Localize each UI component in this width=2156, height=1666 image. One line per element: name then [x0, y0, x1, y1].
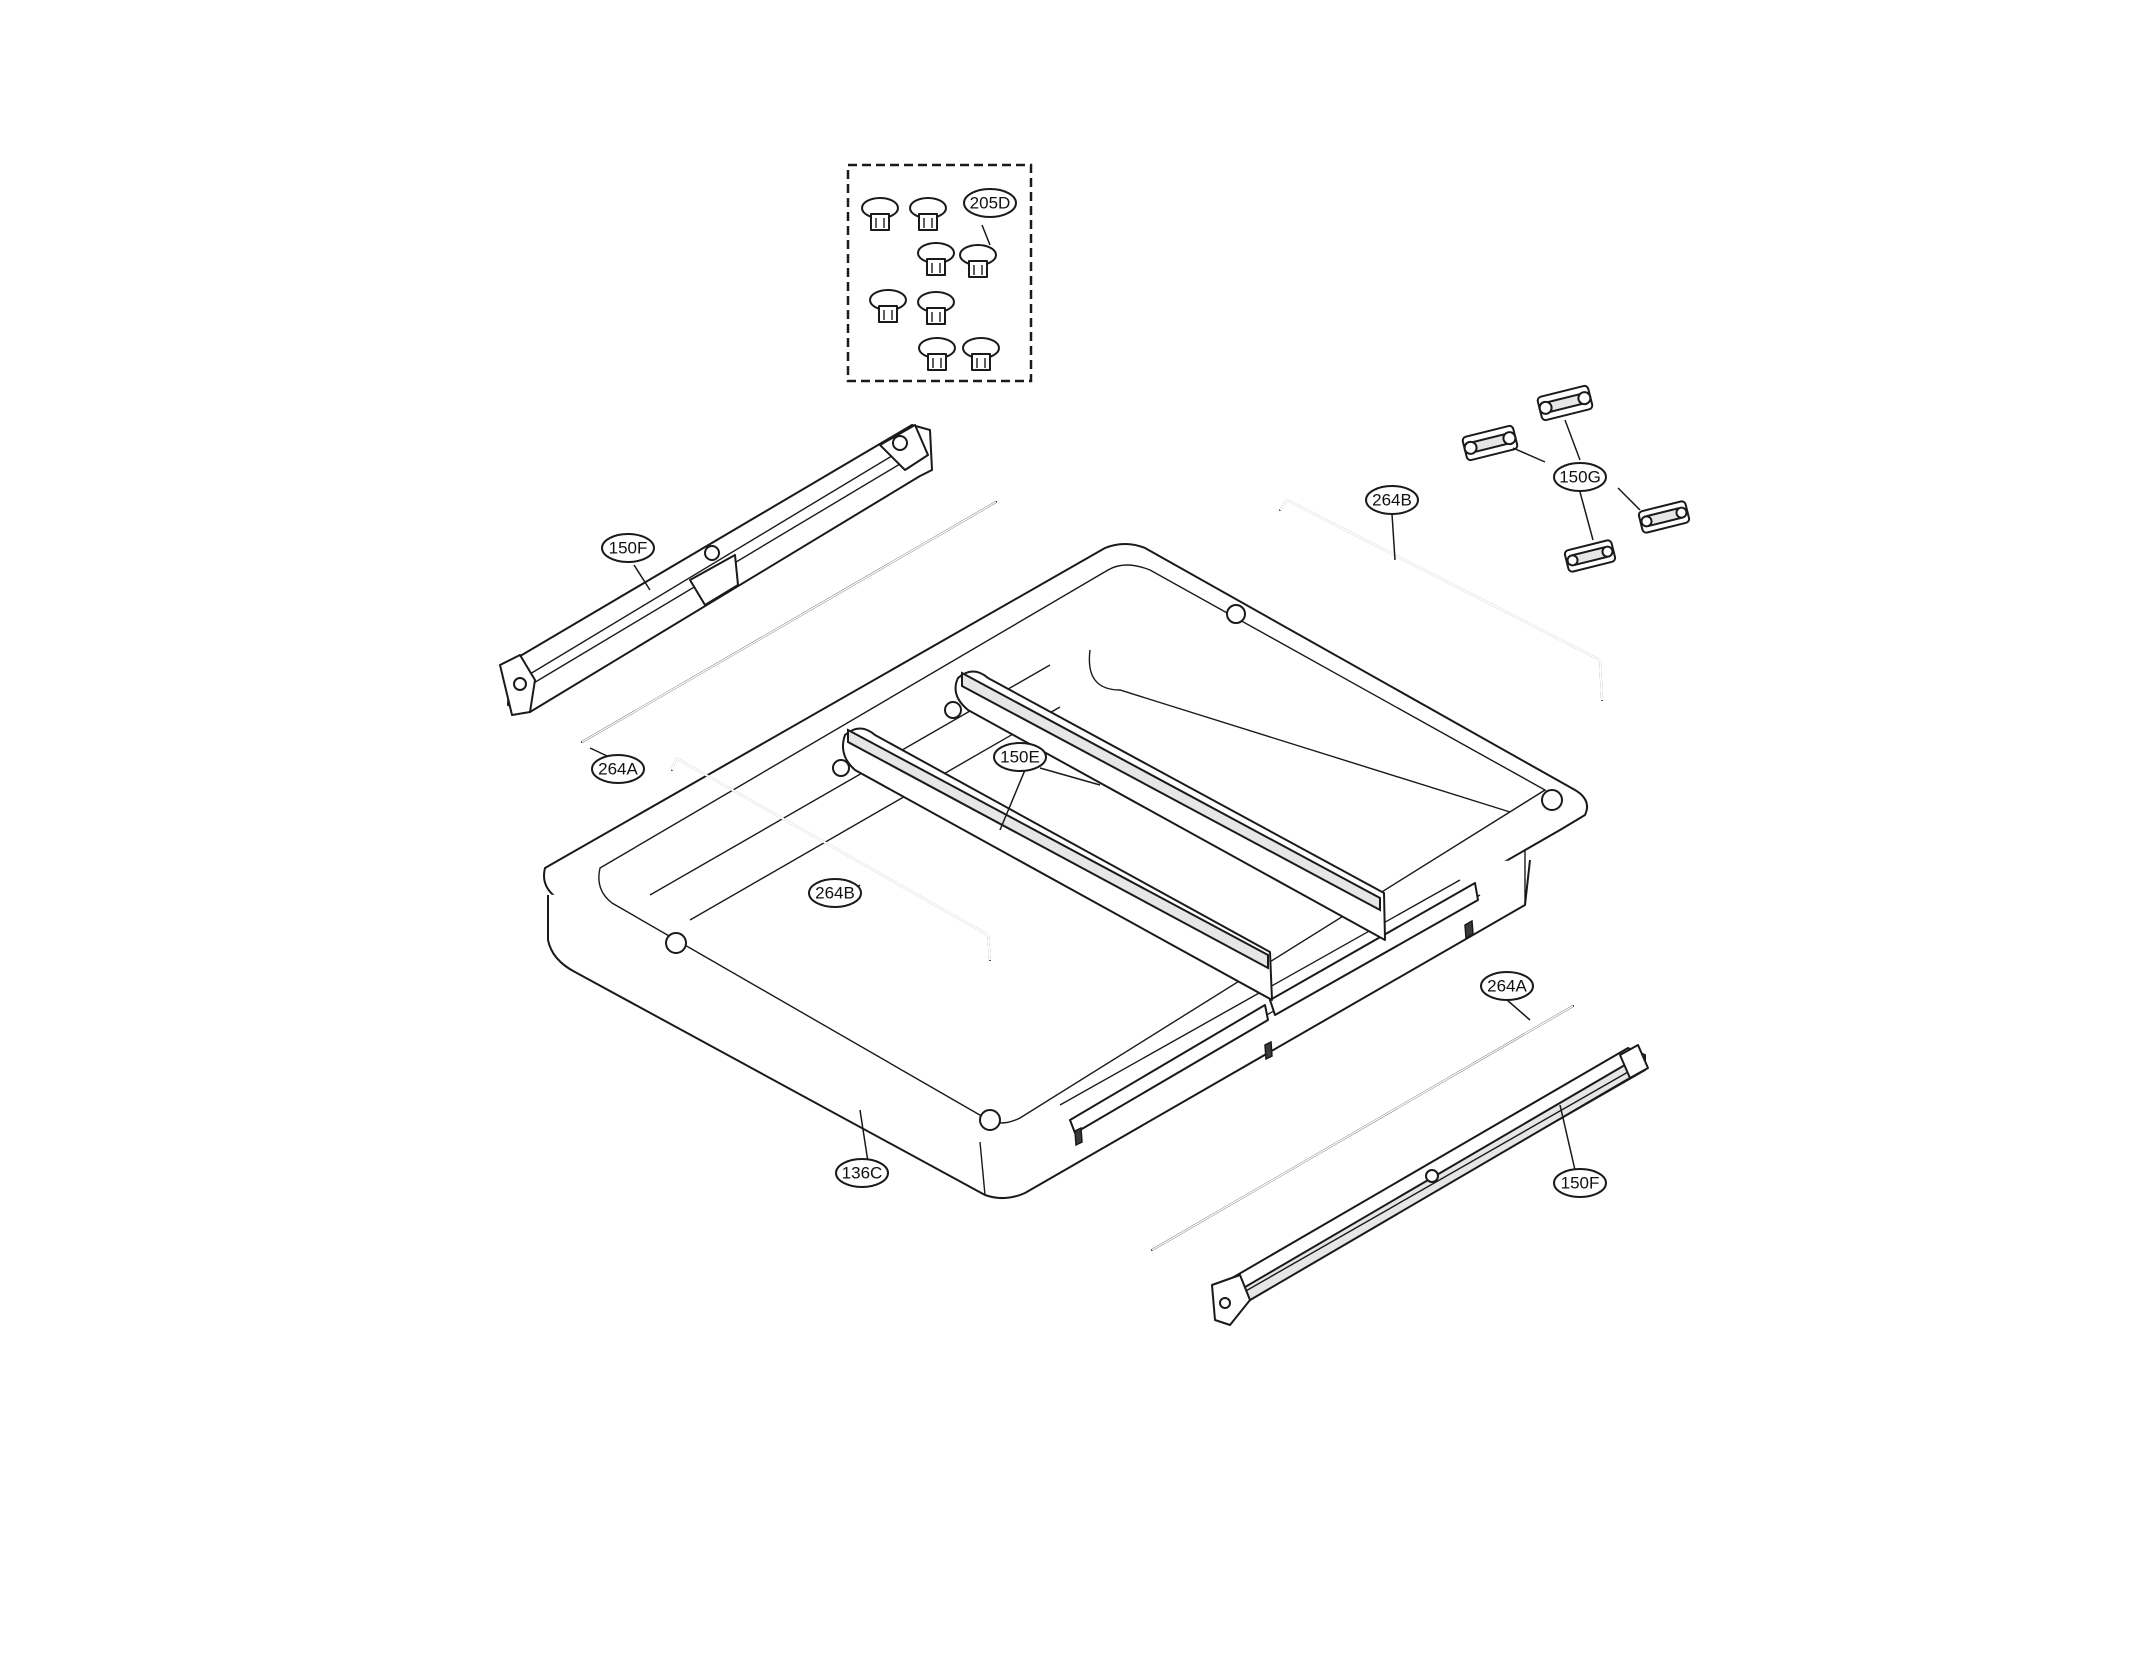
svg-text:150F: 150F: [609, 539, 648, 558]
callout-136C: 136C: [835, 1158, 889, 1188]
callout-264B-top: 264B: [1365, 485, 1419, 515]
callout-264A-left: 264A: [591, 754, 645, 784]
rod-264B-top: [1279, 498, 1603, 701]
plug-kit-box: [846, 163, 1033, 383]
clip: [1461, 424, 1519, 462]
svg-text:150E: 150E: [1000, 748, 1040, 767]
plug-caps: [861, 197, 1000, 371]
svg-text:264B: 264B: [1372, 491, 1412, 510]
svg-text:150G: 150G: [1559, 468, 1601, 487]
callout-264A-right: 264A: [1480, 971, 1534, 1001]
rod-264A-right: [1151, 999, 1574, 1251]
clip: [1563, 539, 1617, 573]
svg-text:150F: 150F: [1561, 1174, 1600, 1193]
callout-150F-right: 150F: [1553, 1168, 1607, 1198]
callout-150E: 150E: [993, 742, 1047, 772]
slide-clips: [1461, 384, 1691, 573]
clip: [1637, 500, 1691, 534]
callout-205D: 205D: [963, 188, 1017, 218]
dividers-150E: [832, 670, 1386, 1001]
clip: [1536, 384, 1594, 422]
svg-text:264A: 264A: [1487, 977, 1527, 996]
callout-150F-left: 150F: [601, 533, 655, 563]
slide-rail-left: [499, 424, 933, 716]
svg-text:264A: 264A: [598, 760, 638, 779]
callout-264B-mid: 264B: [808, 878, 862, 908]
callout-150G: 150G: [1553, 462, 1607, 492]
svg-text:205D: 205D: [970, 194, 1011, 213]
svg-text:264B: 264B: [815, 884, 855, 903]
slide-rail-right: [1211, 1044, 1649, 1326]
svg-text:136C: 136C: [842, 1164, 883, 1183]
